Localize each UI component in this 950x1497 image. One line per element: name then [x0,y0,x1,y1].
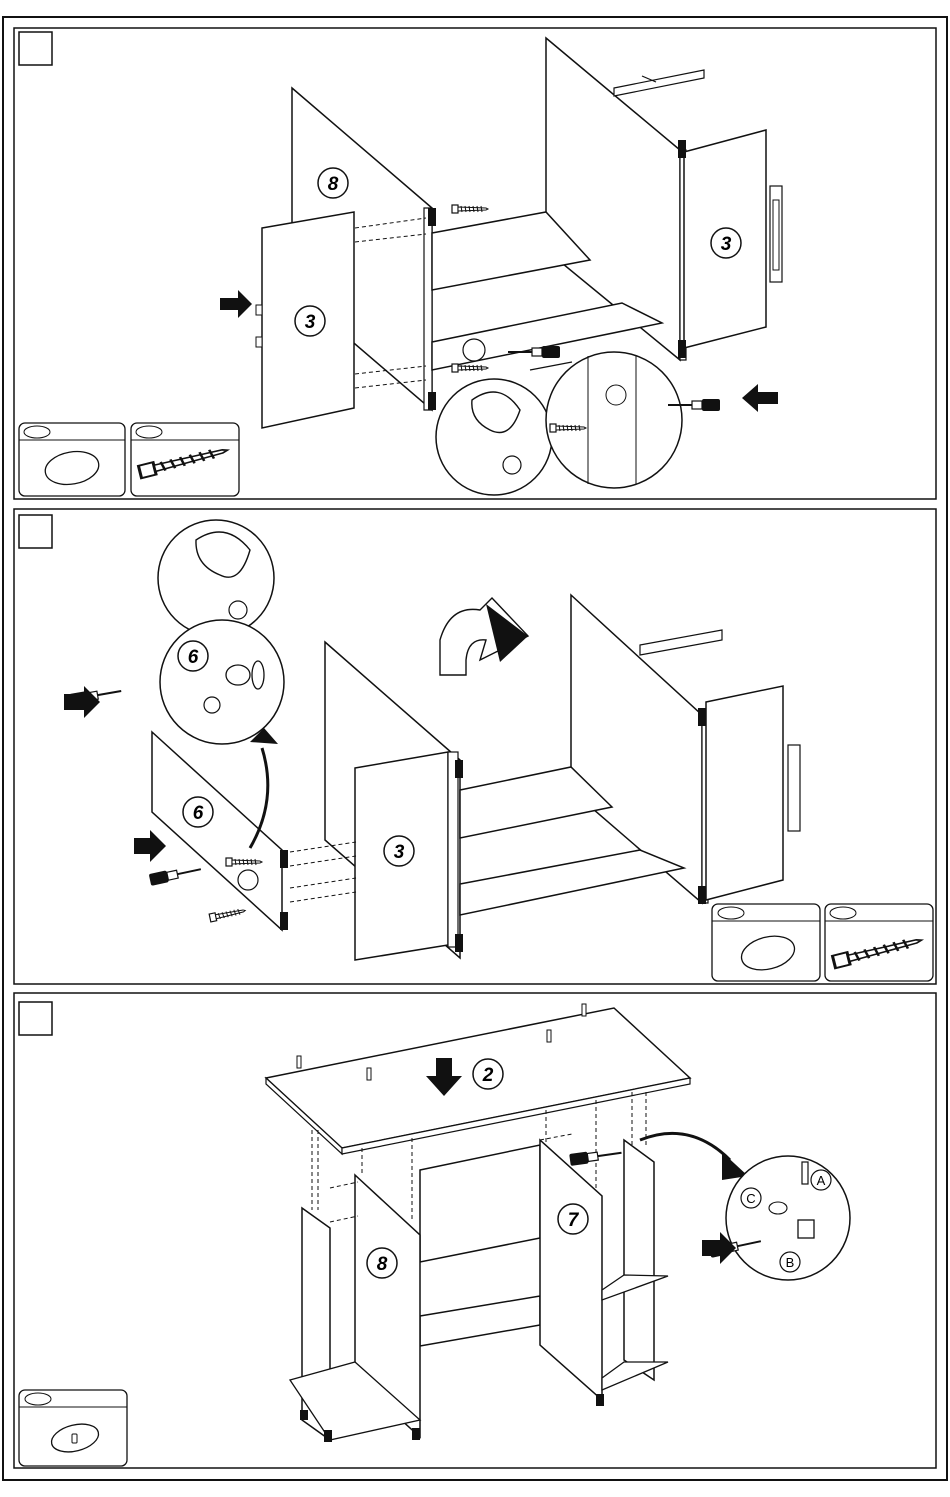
part-label: 8 [318,168,348,198]
detail-label: B [780,1252,800,1272]
step-number-box [19,1002,52,1035]
part-label: 3 [295,306,325,336]
hardware-box [19,423,125,496]
hardware-box [712,904,820,981]
svg-text:8: 8 [328,174,339,195]
svg-text:7: 7 [568,1210,580,1231]
detail-zoom-circle [160,620,284,744]
svg-text:6: 6 [188,647,199,668]
svg-text:C: C [746,1191,755,1206]
detail-label: C [741,1188,761,1208]
svg-text:A: A [817,1173,826,1188]
svg-text:2: 2 [482,1065,494,1086]
detail-label: A [811,1170,831,1190]
step-number-box [19,32,52,65]
part-label: 7 [558,1204,588,1234]
hardware-box [19,1390,127,1466]
hardware-box [131,423,239,496]
svg-text:6: 6 [193,803,204,824]
part-label: 3 [384,836,414,866]
svg-text:3: 3 [305,312,316,333]
svg-text:3: 3 [721,234,732,255]
step-panel-1: 8 3 3 [14,28,936,499]
part-label: 2 [473,1059,503,1089]
hardware-box [825,904,933,981]
detail-zoom-circle [546,352,682,488]
svg-text:8: 8 [377,1254,388,1275]
part-label: 8 [367,1248,397,1278]
part-label: 6 [178,641,208,671]
part-label: 6 [183,797,213,827]
svg-text:B: B [786,1255,795,1270]
step-panel-2: 6 6 3 [14,509,936,984]
step-panel-3: A B C 2 8 7 [14,993,936,1468]
svg-text:3: 3 [394,842,405,863]
step-number-box [19,515,52,548]
part-label: 3 [711,228,741,258]
